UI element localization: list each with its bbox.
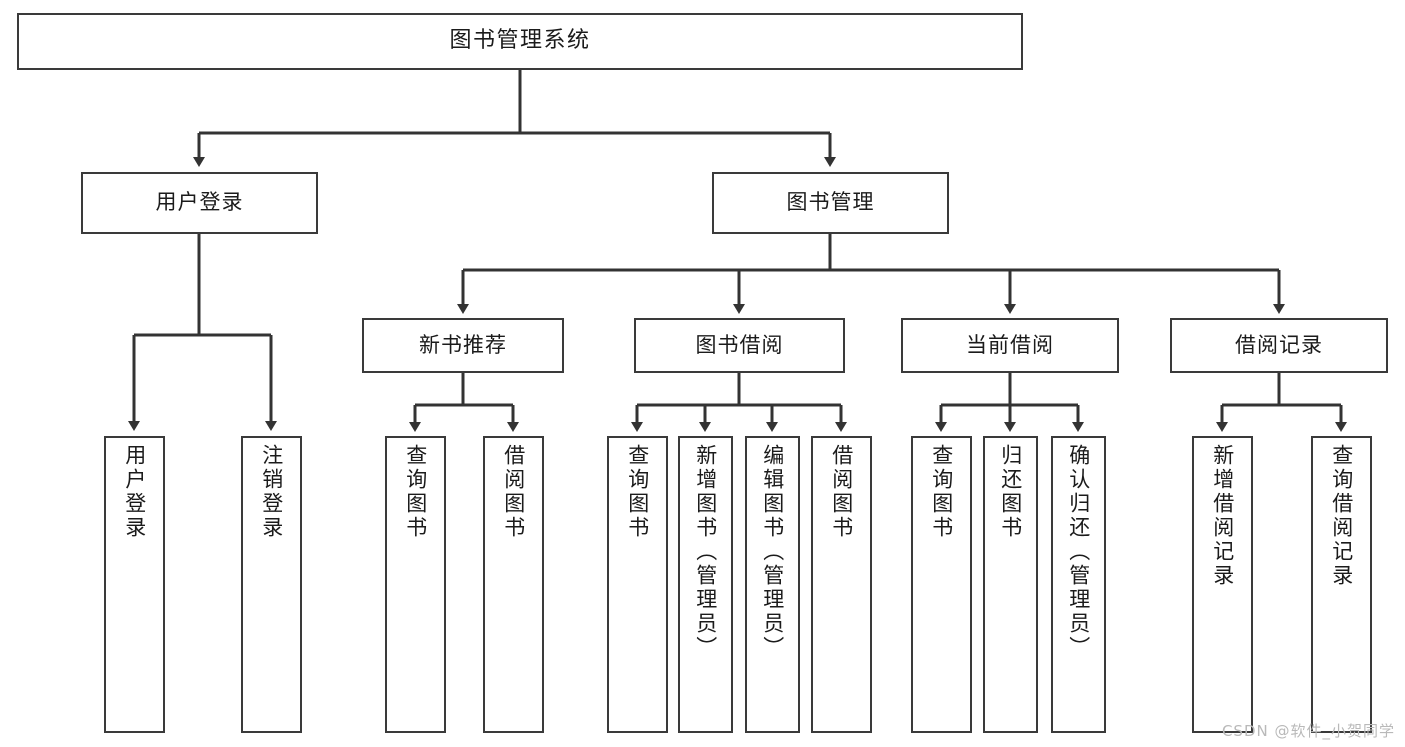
node-book-management[interactable]: 图书管理: [712, 172, 949, 234]
node-label: 图书借阅: [695, 332, 784, 357]
node-label: 借阅图书: [829, 444, 854, 540]
node-label: 新增借阅记录: [1210, 444, 1235, 588]
node-label: 归还图书: [998, 444, 1023, 540]
node-new-book-recommend[interactable]: 新书推荐: [362, 318, 564, 373]
node-label: 确认归还（管理员）: [1066, 444, 1091, 660]
node-label: 查询图书: [403, 444, 428, 540]
node-label: 查询图书: [929, 444, 954, 540]
leaf-borrow-book[interactable]: 借阅图书: [811, 436, 872, 733]
leaf-return-book[interactable]: 归还图书: [983, 436, 1038, 733]
node-borrow-record[interactable]: 借阅记录: [1170, 318, 1388, 373]
node-label: 借阅图书: [501, 444, 526, 540]
csdn-watermark: CSDN @软件_小贺同学: [1221, 722, 1395, 740]
leaf-edit-book-admin[interactable]: 编辑图书（管理员）: [745, 436, 800, 733]
leaf-add-borrow-record[interactable]: 新增借阅记录: [1192, 436, 1253, 733]
leaf-query-book-recommend[interactable]: 查询图书: [385, 436, 446, 733]
leaf-query-borrow-record[interactable]: 查询借阅记录: [1311, 436, 1372, 733]
leaf-add-book-admin[interactable]: 新增图书（管理员）: [678, 436, 733, 733]
leaf-borrow-book-recommend[interactable]: 借阅图书: [483, 436, 544, 733]
node-label: 查询借阅记录: [1329, 444, 1354, 588]
node-label: 查询图书: [625, 444, 650, 540]
leaf-query-book-current[interactable]: 查询图书: [911, 436, 972, 733]
node-label: 注销登录: [259, 444, 284, 540]
node-label: 借阅记录: [1235, 332, 1323, 357]
node-user-login[interactable]: 用户登录: [81, 172, 318, 234]
node-label: 用户登录: [155, 190, 244, 215]
leaf-user-login[interactable]: 用户登录: [104, 436, 165, 733]
node-book-borrow[interactable]: 图书借阅: [634, 318, 845, 373]
node-current-borrow[interactable]: 当前借阅: [901, 318, 1119, 373]
leaf-logout-login[interactable]: 注销登录: [241, 436, 302, 733]
node-label: 当前借阅: [966, 332, 1054, 357]
node-label: 用户登录: [122, 444, 147, 540]
leaf-confirm-return-admin[interactable]: 确认归还（管理员）: [1051, 436, 1106, 733]
node-label: 编辑图书（管理员）: [760, 444, 785, 660]
node-label: 新增图书（管理员）: [693, 444, 718, 660]
node-label: 新书推荐: [419, 332, 507, 357]
node-root-system[interactable]: 图书管理系统: [17, 13, 1023, 70]
node-label: 图书管理: [786, 190, 875, 215]
node-label: 图书管理系统: [449, 28, 591, 54]
leaf-query-book-borrow[interactable]: 查询图书: [607, 436, 668, 733]
